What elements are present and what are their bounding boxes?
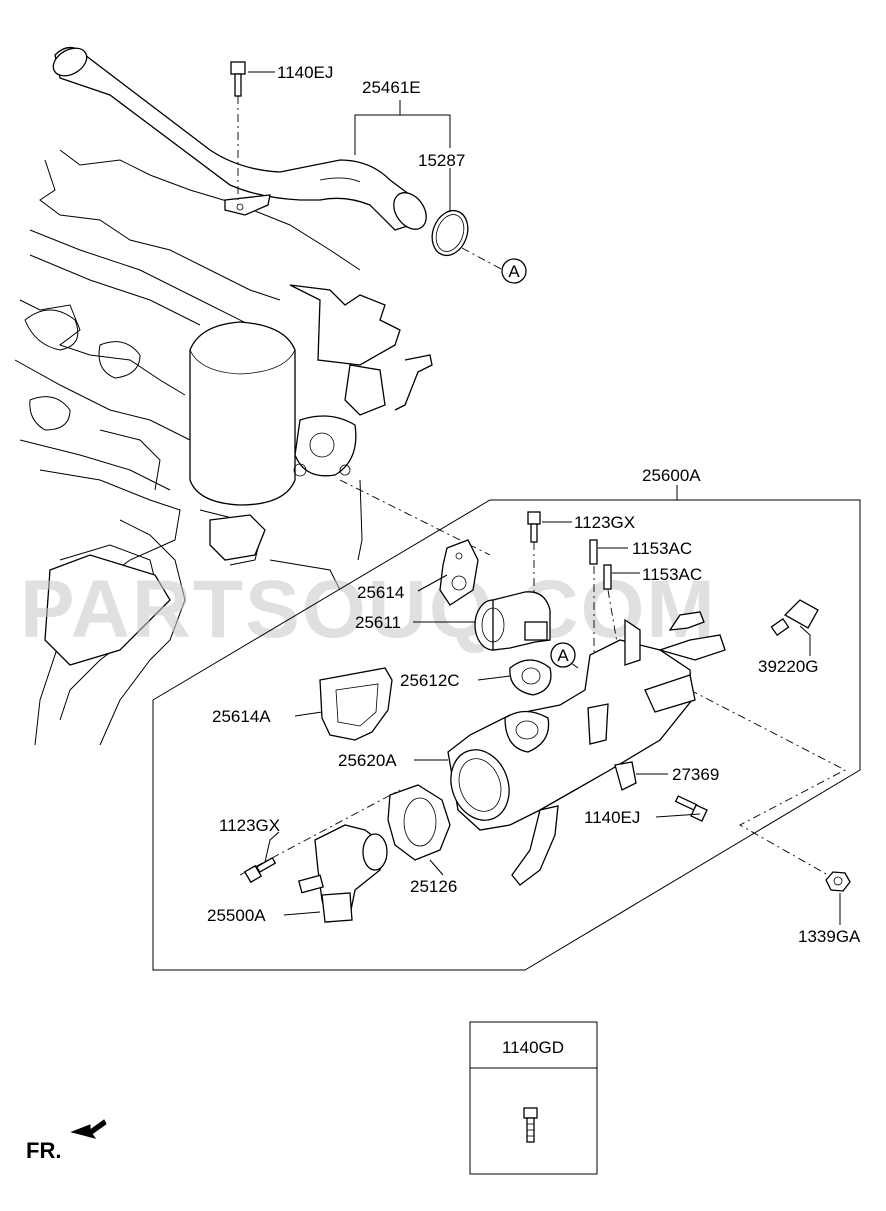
arrow-icon	[70, 1119, 107, 1139]
gasket-plate	[319, 667, 393, 741]
bolt-assembly-icon	[527, 511, 541, 622]
callout-thermostat-gasket: 25126	[410, 877, 457, 896]
callout-nut: 1339GA	[798, 927, 861, 946]
reference-mark-a-top-label: A	[508, 262, 520, 281]
bolt-top-icon	[230, 61, 246, 205]
callout-bolt-top: 1140EJ	[277, 63, 333, 82]
bolt-bracket-icon	[674, 795, 708, 822]
legend-part-number: 1140GD	[502, 1038, 564, 1057]
reference-mark-a-top: A	[501, 258, 527, 284]
gasket-ring	[509, 659, 552, 696]
callout-oring: 15287	[418, 151, 465, 170]
oil-filter	[189, 321, 296, 506]
block-gasket	[44, 554, 171, 666]
filter-mount	[209, 284, 433, 561]
reference-mark-a-assembly-label: A	[557, 646, 569, 665]
nut-icon	[825, 871, 851, 892]
front-direction-label: FR.	[26, 1138, 61, 1163]
reference-mark-a-assembly: A	[550, 642, 576, 668]
watermark-text: PARTSOUQ.COM	[20, 564, 717, 655]
callout-gasket-plate: 25614A	[212, 707, 271, 726]
bracket-icon	[614, 761, 637, 791]
temperature-sensor	[770, 599, 819, 637]
front-direction-indicator: FR.	[26, 1119, 107, 1163]
callout-pin-1: 1153AC	[632, 539, 692, 558]
legend-box: 1140GD	[469, 1021, 598, 1175]
callout-pipe: 25461E	[362, 78, 421, 97]
callout-bolt-bracket: 1140EJ	[584, 808, 640, 827]
bolt-flange-icon	[523, 1107, 538, 1143]
thermostat	[298, 824, 388, 923]
callout-pin-2: 1153AC	[642, 565, 702, 584]
water-fitting	[474, 591, 551, 651]
o-ring	[431, 209, 469, 257]
callout-fitting: 25611	[355, 613, 401, 632]
callout-thermostat: 25500A	[207, 906, 266, 925]
callout-assembly: 25600A	[642, 466, 701, 485]
gasket-upper	[439, 539, 479, 606]
bolt-thermostat-icon	[243, 857, 277, 884]
thermostat-gasket	[387, 784, 451, 861]
callout-sensor: 39220G	[758, 657, 819, 676]
callout-bolt-assy: 1123GX	[574, 513, 635, 532]
thermostat-housing	[447, 611, 726, 886]
callout-housing: 25620A	[338, 751, 397, 770]
assembly-boundary	[152, 499, 861, 971]
callout-bracket: 27369	[672, 765, 719, 784]
callout-gasket-upper: 25614	[357, 583, 404, 602]
callout-gasket-ring: 25612C	[400, 671, 460, 690]
callout-bolt-thermostat: 1123GX	[219, 816, 280, 835]
water-pipe	[52, 46, 427, 231]
